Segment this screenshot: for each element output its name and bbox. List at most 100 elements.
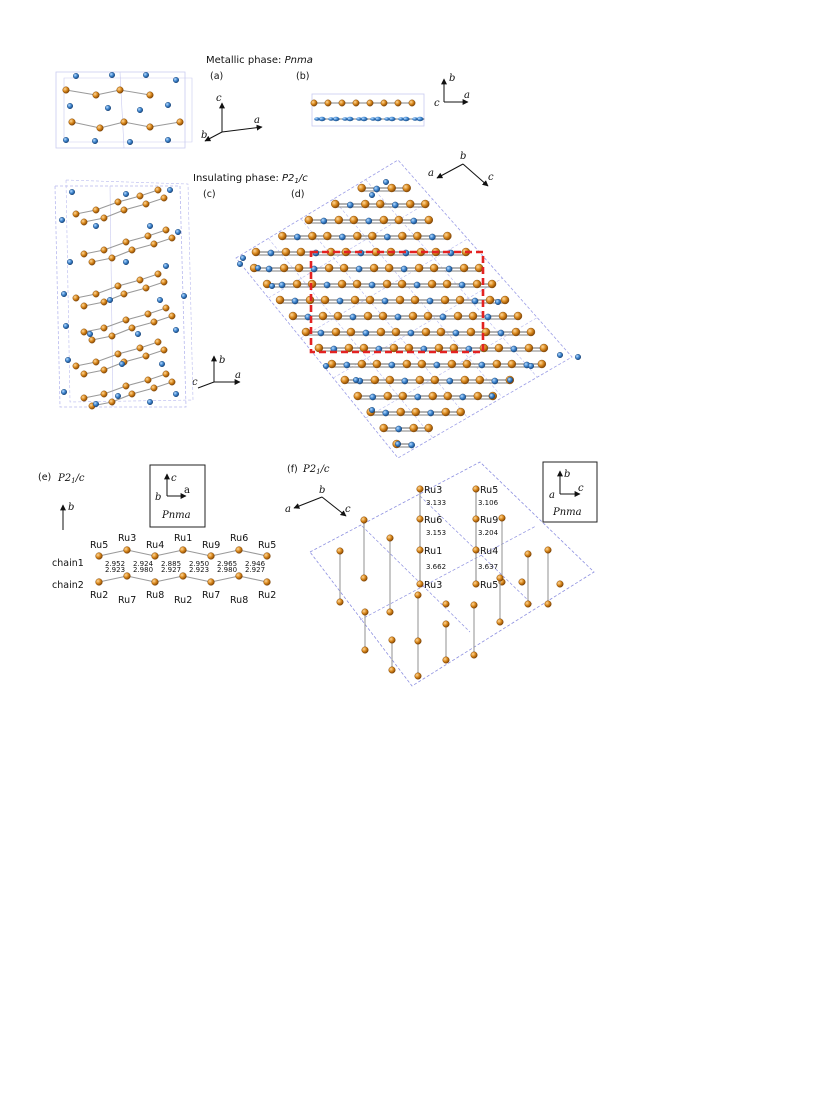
ru-atom — [417, 359, 427, 369]
ru-atom — [507, 359, 517, 369]
ru-atom — [386, 608, 394, 616]
o-atom — [459, 393, 467, 401]
o-atom — [318, 116, 326, 122]
svg-text:Pnma: Pnma — [552, 507, 582, 518]
ru-atom — [413, 231, 422, 241]
svg-text:b: b — [460, 151, 466, 162]
cell-line — [268, 238, 434, 438]
ru-atom — [389, 343, 399, 353]
ru-atom — [380, 99, 388, 107]
svg-text:a: a — [549, 490, 555, 501]
ru-atom — [108, 332, 116, 340]
svg-text:c: c — [171, 473, 177, 484]
o-atom — [61, 389, 68, 396]
ru-atom — [352, 99, 360, 107]
ru-atom — [151, 552, 159, 560]
ru-atom — [357, 183, 366, 193]
axis-triad-c: b a c — [192, 355, 241, 389]
ru-atom — [114, 282, 122, 290]
ru-atom — [428, 391, 437, 401]
o-atom — [339, 233, 346, 241]
o-atom — [407, 329, 415, 337]
bond — [99, 121, 125, 129]
ru-atom — [360, 574, 368, 582]
ru-atom — [453, 311, 463, 321]
ru-atom — [331, 327, 341, 337]
ru-atom — [462, 359, 472, 369]
ru-atom — [496, 618, 504, 626]
ru-atom — [122, 238, 130, 246]
ru-atom — [353, 391, 362, 401]
cell-line — [365, 317, 538, 419]
svg-text:a: a — [464, 90, 470, 101]
o-atom — [172, 76, 179, 83]
panel-f-pnma-inset: b c a Pnma — [542, 461, 598, 523]
chain2-label: chain2 — [52, 580, 84, 591]
o-atom — [310, 265, 318, 273]
o-atom — [92, 222, 99, 229]
ru-atom — [108, 398, 116, 406]
bond — [117, 195, 141, 203]
bond — [210, 575, 240, 583]
svg-text:a: a — [235, 370, 241, 381]
ru-atom — [498, 311, 508, 321]
o-atom — [426, 297, 434, 305]
bond — [71, 121, 101, 129]
ru-atom — [142, 200, 150, 208]
bond — [103, 241, 127, 251]
ru-atom — [150, 240, 158, 248]
ru-atom — [314, 343, 324, 353]
ru-atom — [379, 215, 389, 225]
ru-atom — [80, 302, 88, 310]
ru-atom — [301, 327, 311, 337]
ru-atom — [468, 311, 478, 321]
o-atom — [360, 116, 368, 122]
o-atom — [369, 393, 377, 401]
o-atom — [164, 136, 171, 143]
ru-atom — [235, 572, 243, 580]
ru-atom — [304, 215, 314, 225]
o-atom — [267, 249, 275, 257]
ru-atom — [361, 608, 369, 616]
ru-atom — [114, 350, 122, 358]
ru-atom — [318, 311, 328, 321]
ru-atom — [80, 218, 88, 226]
bond — [95, 285, 119, 295]
ru-atom — [379, 423, 388, 433]
ru-atom — [370, 375, 380, 385]
bond — [103, 209, 125, 219]
o-atom — [395, 441, 402, 448]
chain1-label: chain1 — [52, 558, 84, 569]
ru-atom — [80, 328, 88, 336]
ru-atom — [414, 591, 422, 599]
highlight-box — [309, 250, 485, 354]
ru-atom — [396, 407, 405, 417]
o-atom — [106, 297, 113, 304]
ru-atom — [333, 311, 343, 321]
ru-atom — [154, 338, 162, 346]
ru-atom — [120, 206, 128, 214]
o-atom — [383, 178, 390, 185]
ru-atom — [279, 263, 289, 273]
ru-atom — [470, 601, 478, 609]
ru-atom — [168, 312, 176, 320]
o-atom — [336, 297, 344, 305]
ru-atom — [526, 327, 536, 337]
chain2-distance: 2.923 — [189, 566, 209, 574]
ru-atom — [365, 295, 375, 305]
bond — [95, 89, 121, 96]
ru-atom — [95, 578, 103, 586]
ru-atom — [385, 375, 395, 385]
ru-atom — [116, 86, 124, 94]
svg-text:b: b — [155, 492, 161, 503]
chain1-atom-label: Ru3 — [118, 533, 136, 544]
o-atom — [294, 233, 301, 241]
ru-atom — [310, 99, 318, 107]
chain2-atom-label: Ru7 — [118, 595, 136, 606]
ru-atom — [414, 637, 422, 645]
ru-atom — [154, 270, 162, 278]
ru-atom — [128, 390, 136, 398]
o-atom — [174, 228, 181, 235]
ru-atom — [378, 311, 388, 321]
bond — [98, 575, 128, 583]
